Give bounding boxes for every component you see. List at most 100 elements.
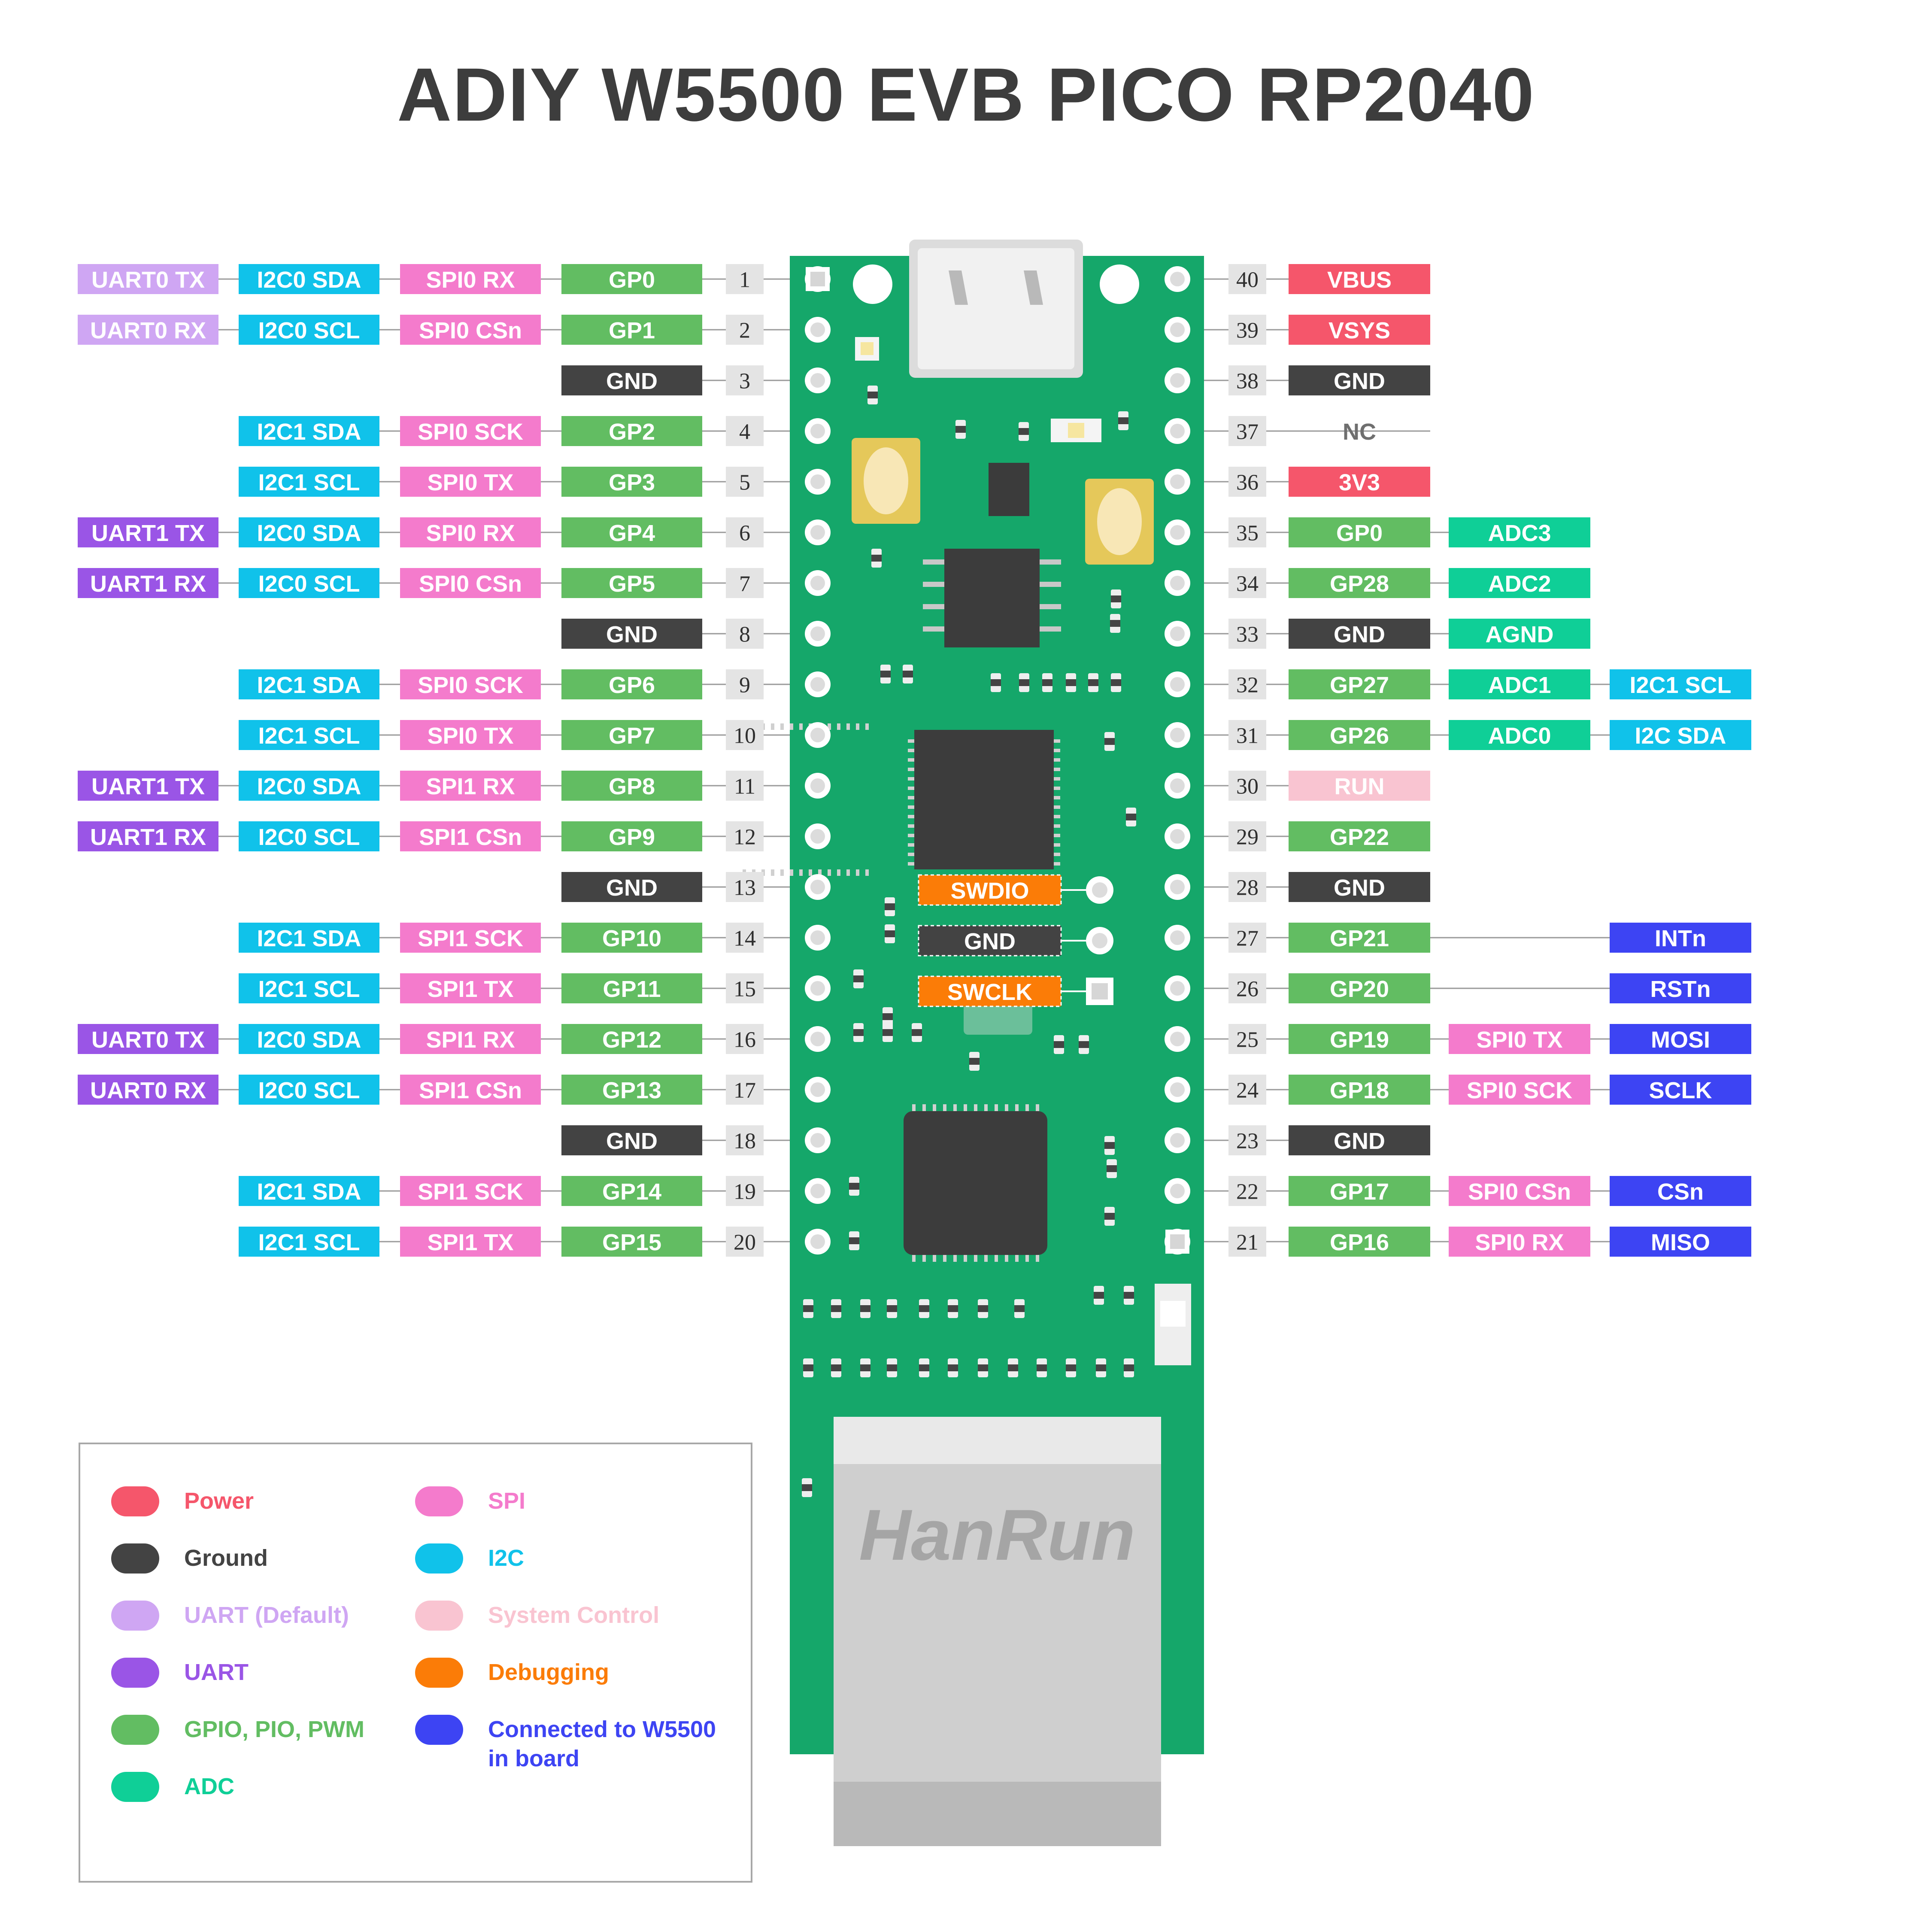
right-pin-number-box <box>1228 365 1266 395</box>
pin-hole-center <box>1170 677 1185 692</box>
right-pin-number: 33 <box>1236 623 1259 647</box>
right-pin-21-label-1-text: SPI0 RX <box>1475 1230 1564 1255</box>
chip-lead <box>908 796 914 799</box>
chip-lead <box>908 777 914 781</box>
pin-hole-center <box>810 1133 825 1148</box>
smd-component-body <box>803 1364 813 1371</box>
left-pin-17-label-3-text: GP13 <box>602 1078 661 1103</box>
right-pin-number: 35 <box>1236 521 1259 546</box>
right-pin-29-label-0 <box>1289 821 1430 851</box>
left-pin-14-label-3 <box>561 923 702 953</box>
right-pin-27-label-0-text: GP21 <box>1330 926 1389 951</box>
pin-hole-center <box>810 728 825 742</box>
chip-lead <box>933 1104 936 1111</box>
right-pin-26-label-0 <box>1289 973 1430 1003</box>
chip-lead <box>799 723 803 730</box>
left-pin-16-label-1-text: I2C0 SDA <box>257 1027 361 1053</box>
rp2040-chip <box>914 730 1054 869</box>
left-pin-12-label-0-text: UART1 RX <box>90 824 206 850</box>
left-pin-5-label-1 <box>239 467 379 497</box>
left-pin-4-label-1 <box>239 416 379 446</box>
debug-pin-square-pad-center <box>1092 983 1108 999</box>
w5500-chip <box>904 1111 1047 1255</box>
right-pin-34-label-1-text: ADC2 <box>1488 571 1551 597</box>
left-pin-number: 20 <box>734 1230 756 1255</box>
chip-lead <box>908 824 914 828</box>
left-pin-number: 7 <box>739 572 750 596</box>
smd-component-body <box>1014 1305 1025 1312</box>
right-pin-32-label-2-text: I2C1 SCL <box>1629 672 1731 698</box>
chip-lead <box>1054 739 1060 743</box>
chip-lead <box>912 1255 916 1262</box>
chip-lead <box>865 723 869 730</box>
legend-swatch-power <box>111 1486 159 1516</box>
left-pin-14-label-1 <box>239 923 379 953</box>
pin-hole-center <box>1170 272 1185 286</box>
chip-lead <box>908 758 914 762</box>
left-pin-12-label-3 <box>561 821 702 851</box>
legend-item-uart: UART <box>111 1658 249 1688</box>
left-pin-11-label-2-text: SPI1 RX <box>426 774 515 799</box>
left-pin-19-label-2 <box>400 1176 541 1206</box>
right-pin-number-box <box>1228 923 1266 953</box>
right-pin-number: 31 <box>1236 724 1259 748</box>
smd-component-body <box>1066 679 1076 686</box>
legend-label-gpio: GPIO, PIO, PWM <box>184 1716 365 1742</box>
chip-lead <box>984 1255 988 1262</box>
left-pin-7-label-2 <box>400 568 541 598</box>
right-pin-number: 23 <box>1236 1129 1259 1154</box>
legend: Power SPI Ground I2C UART (Default) Syst… <box>79 1443 752 1883</box>
chip-lead <box>771 869 774 876</box>
left-pin-4-label-1-text: I2C1 SDA <box>257 419 361 445</box>
smd-component-body <box>880 671 891 677</box>
right-pin-number: 29 <box>1236 825 1259 850</box>
chip-lead <box>828 869 831 876</box>
left-pin-number-box <box>726 365 764 395</box>
left-pin-12-label-0 <box>78 821 218 851</box>
left-pin-17-label-1-text: I2C0 SCL <box>258 1078 360 1103</box>
led-lens <box>861 342 873 355</box>
left-pin-5-label-2 <box>400 467 541 497</box>
right-pin-36-label-0-text: 3V3 <box>1339 470 1380 495</box>
right-pin-35-label-0 <box>1289 517 1430 547</box>
left-pin-16-label-0-text: UART0 TX <box>91 1027 205 1053</box>
chip-lead <box>974 1104 977 1111</box>
pin-hole-center <box>1170 1133 1185 1148</box>
left-pin-19-label-3-text: GP14 <box>602 1179 661 1205</box>
pin-hole-center <box>810 930 825 945</box>
left-pin-number: 11 <box>734 775 755 799</box>
right-pin-25-label-0 <box>1289 1024 1430 1054</box>
left-pin-11-label-0 <box>78 771 218 801</box>
smd-component-body <box>1042 679 1052 686</box>
debug-pin-label <box>918 975 1062 1007</box>
left-pin-17-label-0-text: UART0 RX <box>90 1078 206 1103</box>
chip-lead <box>995 1255 998 1262</box>
debug-pin-label-text: SWDIO <box>951 878 1029 904</box>
chip-lead <box>908 834 914 837</box>
right-pin-32-label-0 <box>1289 669 1430 699</box>
smd-component-body <box>978 1364 988 1371</box>
chip-lead <box>856 723 859 730</box>
push-button-cap <box>1097 488 1142 555</box>
pcb-board: HanRun <box>743 240 1204 1846</box>
right-pin-35-label-1-text: ADC3 <box>1488 520 1551 546</box>
push-button-cap <box>864 447 908 514</box>
left-pin-15-label-1-text: I2C1 SCL <box>258 976 360 1002</box>
left-pin-2-label-2 <box>400 315 541 345</box>
legend-swatch-gpio <box>111 1715 159 1745</box>
left-pin-1-label-0-text: UART0 TX <box>91 267 205 293</box>
pin-hole-center <box>1170 626 1185 641</box>
left-pin-4-label-3-text: GP2 <box>609 419 655 445</box>
chip-lead <box>923 604 944 609</box>
pin-hole-center <box>1170 981 1185 996</box>
chip-lead <box>922 1104 926 1111</box>
smd-component-body <box>802 1484 812 1491</box>
right-pin-number-box <box>1228 771 1266 801</box>
smd-component-body <box>978 1305 988 1312</box>
left-pin-16-label-1 <box>239 1024 379 1054</box>
left-pin-number: 17 <box>734 1078 756 1103</box>
right-pin-25-label-0-text: GP19 <box>1330 1027 1389 1053</box>
chip-lead <box>846 869 850 876</box>
chip-lead <box>923 582 944 587</box>
